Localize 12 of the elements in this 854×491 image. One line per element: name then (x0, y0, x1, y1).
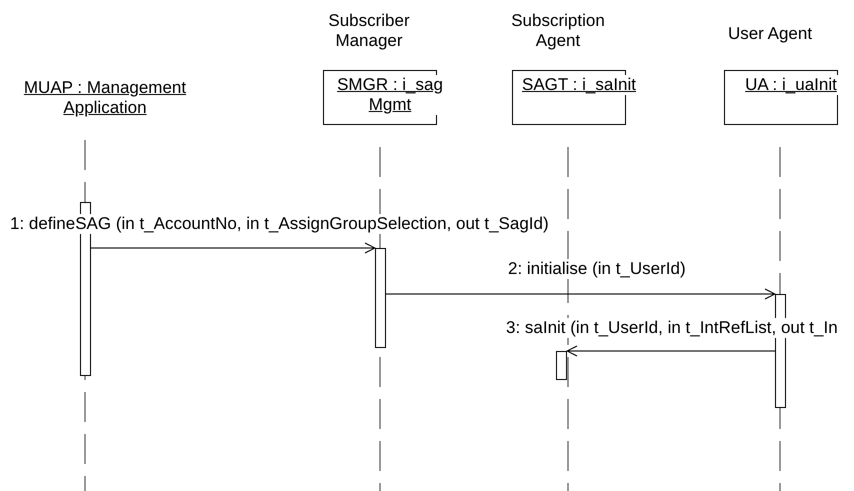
role-heading: Subscription Agent (510, 11, 606, 51)
message-label: 1: defineSAG (in t_AccountNo, in t_AssignGroupSelection, out t_SagId) (10, 214, 549, 234)
activation-bar (556, 351, 567, 380)
message-label: 3: saInit (in t_UserId, in t_IntRefList, out t_In (506, 318, 838, 338)
activation-bar (375, 248, 386, 348)
role-heading: User Agent (726, 24, 814, 44)
message-arrow (386, 288, 776, 300)
message-arrow (566, 346, 776, 356)
message-label: 2: initialise (in t_UserId) (508, 259, 686, 279)
role-heading: Subscriber Manager (327, 11, 411, 51)
message-arrow (90, 242, 376, 254)
object-name: MUAP : Management Application (22, 78, 188, 118)
